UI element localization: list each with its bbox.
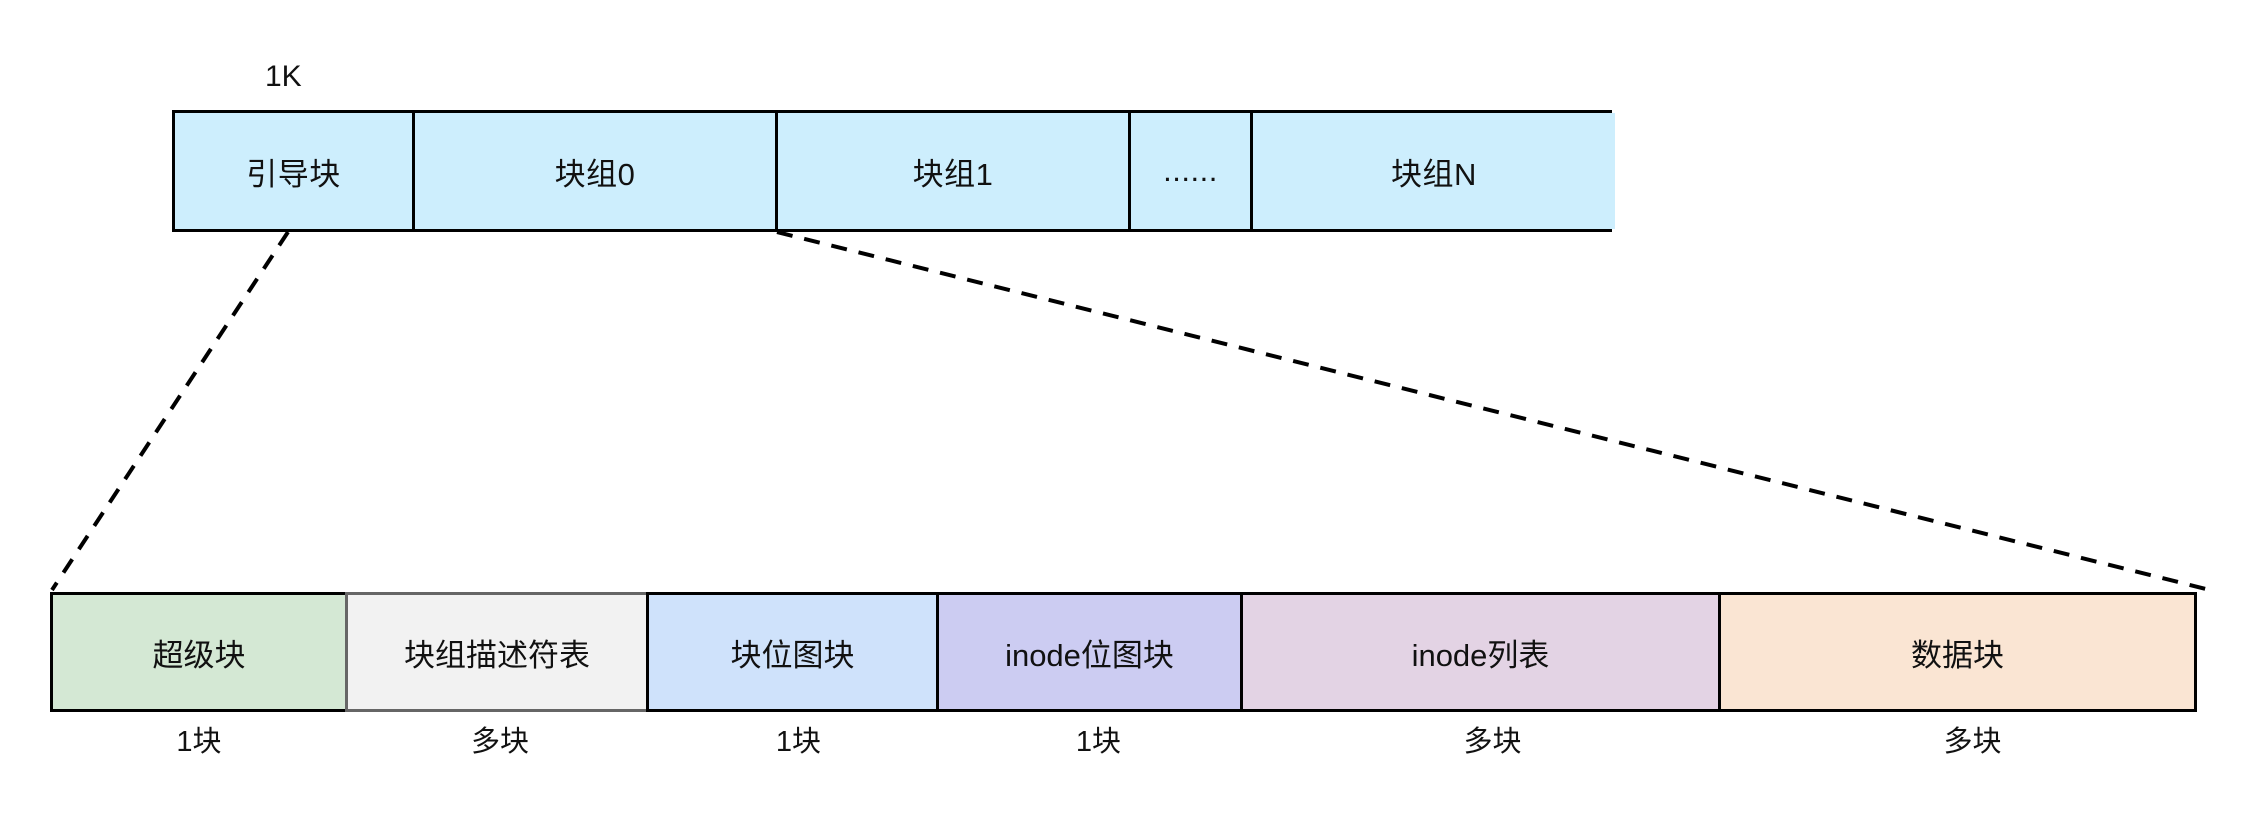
block-group-cell: 数据块 xyxy=(1718,592,2197,712)
disk-cell: 块组1 xyxy=(778,113,1131,229)
disk-cell: 块组N xyxy=(1253,113,1615,229)
block-count-label: 1块 xyxy=(176,726,222,758)
block-group-cell: 超级块 xyxy=(50,592,348,712)
block-group-cell: inode列表 xyxy=(1240,592,1721,712)
disk-cell: 引导块 xyxy=(175,113,415,229)
block-count-label: 1块 xyxy=(775,726,822,758)
block-count-label: 多块 xyxy=(1463,726,1522,758)
size-label-1k: 1K xyxy=(265,60,302,93)
block-group-cell: inode位图块 xyxy=(936,592,1243,712)
left-expansion-line xyxy=(50,230,290,592)
block-count-label: 多块 xyxy=(470,726,529,758)
block-count-label: 多块 xyxy=(1943,726,2002,758)
block-group-cell: 块组描述符表 xyxy=(345,592,649,712)
block-count-labels: 1块 多块 1块 1块 多块 多块 xyxy=(50,718,2212,760)
block-count-label: 1块 xyxy=(1075,726,1122,758)
disk-cell: ...... xyxy=(1131,113,1253,229)
block-group-cell: 块位图块 xyxy=(646,592,939,712)
disk-cell: 块组0 xyxy=(415,113,778,229)
right-expansion-line xyxy=(776,230,2211,592)
